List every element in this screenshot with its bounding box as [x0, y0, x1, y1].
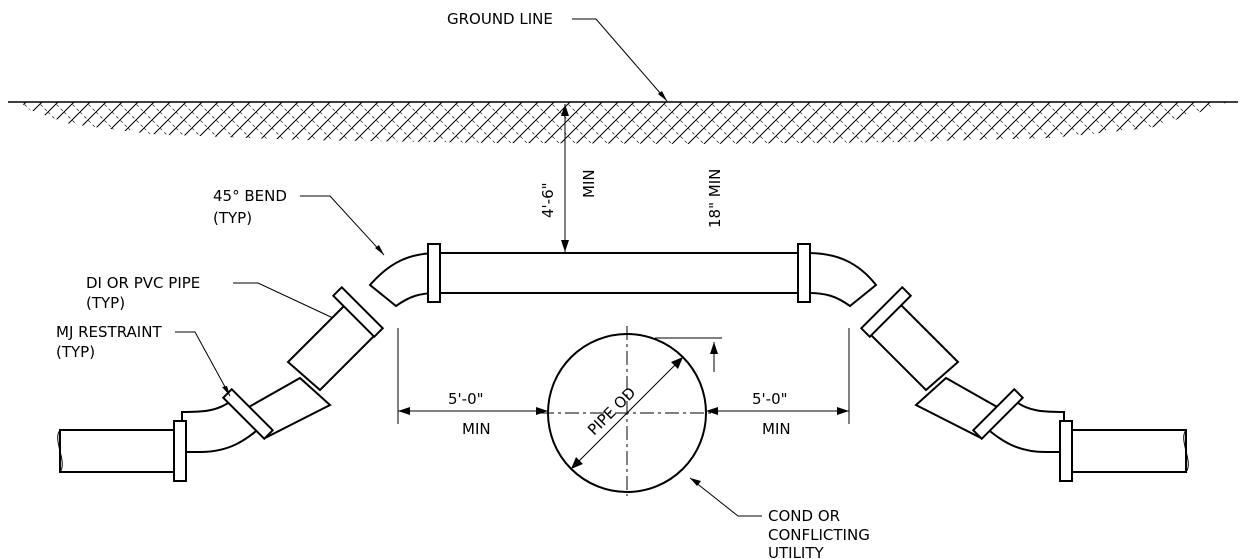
left-offset-arrow-a — [398, 407, 410, 415]
mj-restraint-top-left — [427, 243, 441, 303]
depth-dimension: 4'-6" MIN — [539, 104, 598, 252]
pipe-typ-label: (TYP) — [86, 294, 125, 312]
bend-typ-label: (TYP) — [213, 209, 252, 227]
ground-line-arrowhead — [658, 91, 667, 101]
utility-callout: COND OR CONFLICTING UTILITY — [689, 477, 870, 559]
bend-leader — [300, 195, 385, 256]
bend-arrowhead — [375, 245, 384, 255]
right-offset-label: 5'-0" — [752, 390, 788, 408]
left-pipe-break — [57, 429, 63, 473]
mj-restraint-top-right — [797, 243, 811, 303]
ground-hatch — [20, 102, 1228, 144]
right-horizontal-pipe — [1063, 429, 1187, 473]
mj-restraint-lower-left — [221, 387, 275, 441]
right-offset-arrow-a — [706, 407, 718, 415]
bend-callout: 45° BEND (TYP) — [213, 187, 385, 256]
bend-label: 45° BEND — [213, 187, 287, 205]
pipe-callout: DI OR PVC PIPE (TYP) — [86, 274, 334, 319]
utility-label-line3: UTILITY — [768, 544, 825, 559]
left-top-bend — [368, 251, 439, 308]
right-pipe-break — [1183, 429, 1189, 473]
mj-restraint-bottom-right — [1059, 420, 1073, 482]
restraint-arrowhead — [222, 386, 230, 396]
mj-restraint-upper-left — [331, 285, 385, 339]
right-offset-arrow-b — [837, 407, 849, 415]
pipe-leader — [233, 282, 334, 319]
left-offset-arrow-b — [536, 407, 548, 415]
utility-leader — [689, 477, 762, 517]
pipe-od-arrow-a — [571, 457, 583, 469]
clearance-arrow-bottom — [710, 342, 718, 354]
mj-restraint-upper-right — [859, 285, 913, 339]
pipe-od-dim-line — [570, 356, 684, 470]
utility-label-line1: COND OR — [768, 507, 840, 525]
depth-arrow-top — [561, 104, 569, 116]
right-min-label: MIN — [762, 420, 791, 438]
top-pipe-body — [437, 252, 809, 294]
depth-min-label: MIN — [580, 169, 598, 198]
depth-arrow-bottom — [561, 240, 569, 252]
top-pipe — [437, 252, 809, 294]
right-top-bend — [807, 251, 878, 308]
ground-line-label: GROUND LINE — [447, 10, 553, 28]
depth-label: 4'-6" — [539, 182, 557, 218]
utility-arrowhead — [690, 478, 701, 486]
right-bend-assembly — [807, 251, 1189, 473]
conflicting-utility: PIPE OD — [540, 326, 714, 496]
pipe-od-arrow-b — [671, 357, 683, 369]
pipe-label: DI OR PVC PIPE — [86, 274, 200, 292]
ground-line-callout: GROUND LINE — [447, 10, 668, 102]
restraint-callout: MJ RESTRAINT (TYP) — [56, 323, 231, 397]
left-min-label: MIN — [462, 420, 491, 438]
restraint-typ-label: (TYP) — [56, 343, 95, 361]
left-offset-label: 5'-0" — [448, 390, 484, 408]
offset-dimensions: 5'-0" MIN 5'-0" MIN — [397, 328, 850, 438]
restraint-label: MJ RESTRAINT — [56, 323, 162, 341]
mj-restraint-lower-right — [971, 387, 1025, 441]
restraint-leader — [175, 331, 231, 397]
ground — [8, 101, 1238, 144]
ground-line-leader — [572, 18, 668, 102]
mj-restraint-bottom-left — [173, 420, 187, 482]
left-horizontal-pipe — [59, 429, 183, 473]
utility-label-line2: CONFLICTING — [768, 526, 870, 544]
mj-restraints — [173, 243, 1073, 482]
clearance-label: 18" MIN — [706, 169, 724, 228]
